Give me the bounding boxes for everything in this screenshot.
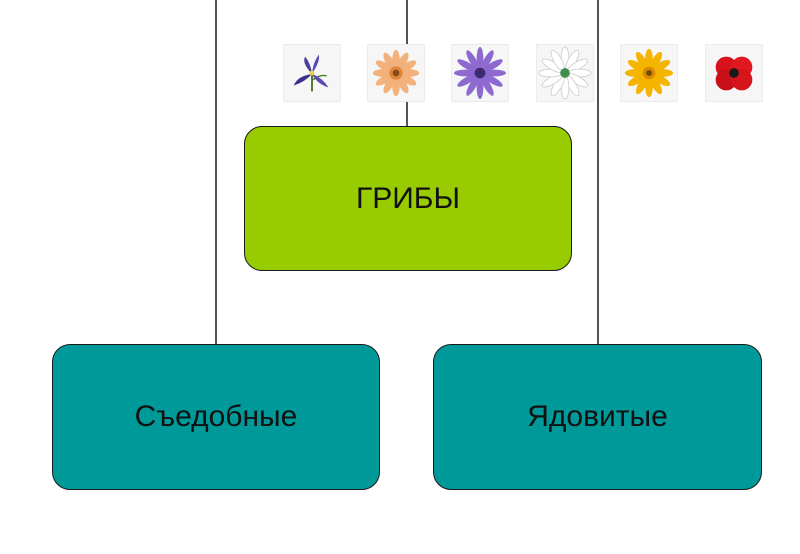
child-node-poisonous-label: Ядовитые [527,400,668,433]
purple-daisy-icon [451,44,509,102]
child-node-edible: Съедобные [52,344,380,490]
child-node-edible-label: Съедобные [134,400,298,433]
iris-flower-icon [283,44,341,102]
root-node: ГРИБЫ [244,126,572,271]
white-daisy-icon [536,44,594,102]
red-poppy-icon [705,44,763,102]
root-node-label: ГРИБЫ [355,181,461,215]
yellow-gerbera-icon [620,44,678,102]
child-node-poisonous: Ядовитые [433,344,762,490]
gerbera-peach-icon [367,44,425,102]
